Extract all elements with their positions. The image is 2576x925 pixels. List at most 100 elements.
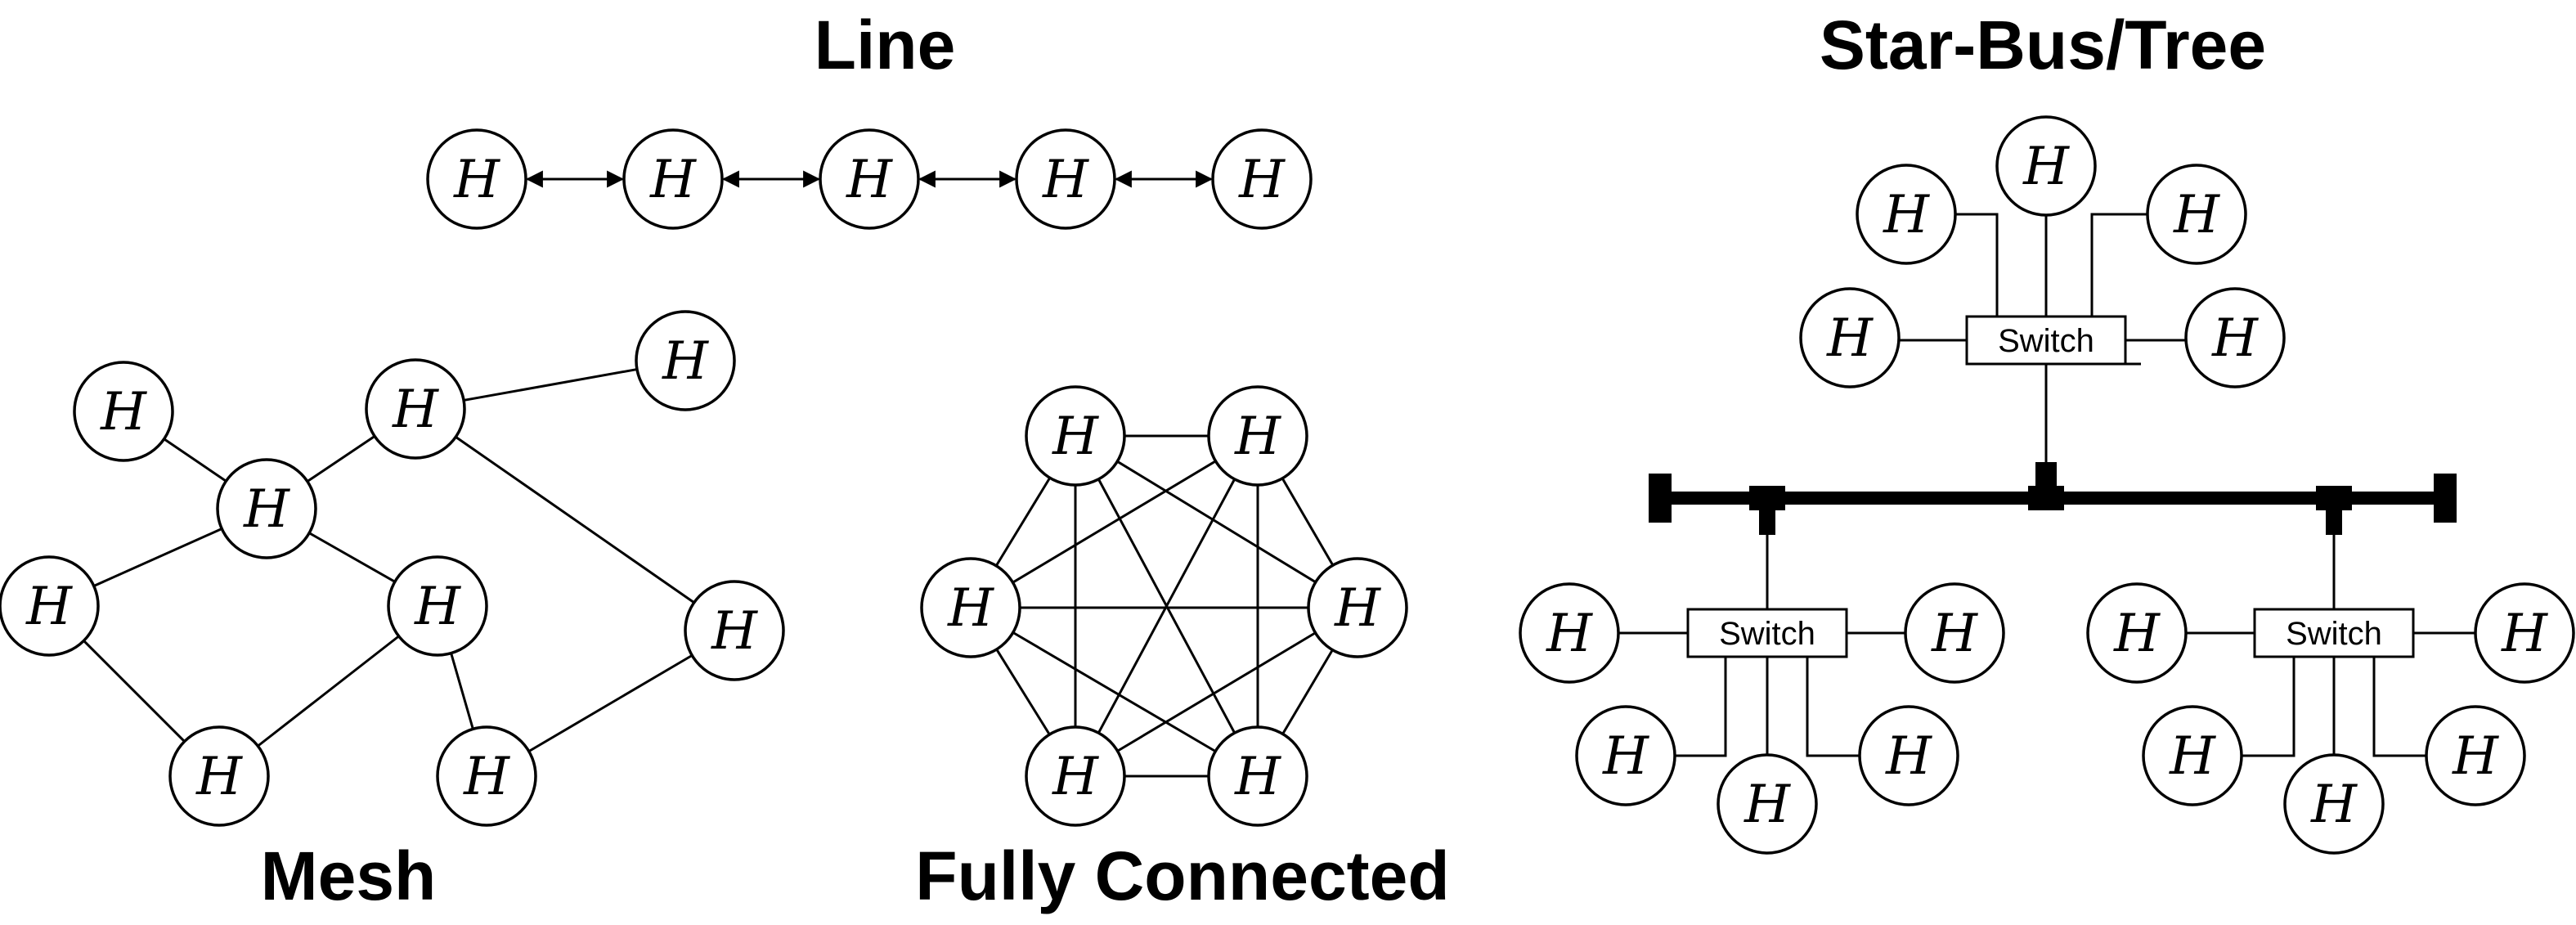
host-label: H (1234, 747, 1281, 807)
mesh-link (257, 635, 400, 748)
host-circle (2146, 164, 2247, 265)
bus-tap (1749, 486, 1785, 510)
fully-connected-title: Fully Connected (915, 837, 1449, 914)
host-circle (684, 580, 785, 681)
bus-tap (2316, 486, 2352, 510)
host-circle (1015, 128, 1116, 230)
bus-tap (2028, 486, 2064, 510)
mesh-host-a: H (73, 361, 174, 462)
mesh-link (93, 528, 222, 587)
mesh-link (307, 435, 375, 483)
fully-connected-host-5: H (1025, 725, 1126, 827)
switch-label: Switch (1998, 323, 2094, 359)
bus-tap (1759, 510, 1775, 535)
host-circle (1025, 725, 1126, 827)
host-label: H (2501, 604, 2548, 664)
star-link (2242, 657, 2296, 757)
host-label: H (2022, 137, 2070, 197)
host-label: H (1826, 308, 1874, 369)
host-circle (436, 725, 537, 827)
host-circle (1575, 705, 1676, 806)
star-link (1675, 657, 1727, 757)
fully-connected-host-4: H (1207, 725, 1308, 827)
host-circle (1025, 385, 1126, 487)
mesh-host-h: H (168, 725, 270, 827)
switch-label: Switch (1719, 616, 1815, 652)
host-label: H (1052, 747, 1099, 807)
mesh-link (308, 532, 396, 583)
host-circle (920, 557, 1021, 658)
host-label: H (2173, 185, 2220, 245)
fully-connected-link (1281, 478, 1335, 566)
mesh-link (527, 654, 693, 752)
host-label: H (1744, 775, 1791, 835)
fully-connected-link (1116, 631, 1317, 752)
host-label: H (414, 577, 461, 637)
host-label: H (2452, 726, 2499, 787)
host-label: H (846, 150, 893, 210)
host-circle (1307, 557, 1408, 658)
host-label: H (2310, 775, 2358, 835)
bus-tap (2035, 462, 2057, 487)
host-circle (622, 128, 724, 230)
mesh-link (455, 436, 695, 604)
line-host-1: H (426, 128, 527, 230)
host-circle (2425, 705, 2526, 806)
host-label: H (2169, 726, 2216, 787)
tree-left-host-right: H (1904, 582, 2005, 684)
host-label: H (243, 479, 290, 540)
tree-top-host-right: H (2184, 287, 2286, 388)
fully-connected-host-6: H (920, 557, 1021, 658)
tree-top-host-left: H (1799, 287, 1901, 388)
tree-left-host-left: H (1519, 582, 1620, 684)
host-label: H (1234, 406, 1281, 467)
switch-box (2253, 608, 2415, 658)
host-circle (2086, 582, 2188, 684)
tree-left-host-lower-left: H (1575, 705, 1676, 806)
host-label: H (2211, 308, 2259, 369)
tree-right-host-lower-right: H (2425, 705, 2526, 806)
host-label: H (1042, 150, 1089, 210)
host-label: H (1885, 726, 1932, 787)
tree-right-host-bottom: H (2283, 753, 2385, 855)
mesh-title: Mesh (261, 837, 437, 914)
fully-connected-link (1281, 649, 1334, 735)
host-label: H (195, 747, 243, 807)
fully-connected-link (1012, 460, 1217, 584)
host-circle (168, 725, 270, 827)
mesh-host-i: H (436, 725, 537, 827)
line-host-2: H (622, 128, 724, 230)
star-link (1955, 213, 1999, 317)
host-circle (1211, 128, 1313, 230)
line-host-3: H (819, 128, 920, 230)
host-label: H (662, 331, 709, 392)
fully-connected-link (995, 649, 1051, 735)
line-host-5: H (1211, 128, 1313, 230)
tree-right-host-right: H (2474, 582, 2575, 684)
host-circle (1717, 753, 1818, 855)
bus-terminator (2434, 474, 2457, 523)
host-label: H (453, 150, 500, 210)
switch-box (1686, 608, 1848, 658)
host-circle (1207, 725, 1308, 827)
mesh-host-g: H (684, 580, 785, 681)
switch-top: Switch (1965, 315, 2127, 366)
host-circle (387, 555, 488, 657)
fully-connected-host-1: H (1025, 385, 1126, 487)
star-bus-tree-title: Star-Bus/Tree (1820, 7, 2266, 83)
switch-right: Switch (2253, 608, 2415, 658)
host-label: H (1238, 150, 1286, 210)
edges-layer (83, 170, 2475, 778)
bus-tap (2326, 510, 2342, 535)
mesh-link (463, 368, 638, 402)
host-circle (1904, 582, 2005, 684)
host-circle (2474, 582, 2575, 684)
fully-connected-link (1097, 478, 1236, 734)
star-link (2090, 213, 2147, 317)
host-circle (1995, 115, 2097, 217)
host-label: H (100, 382, 147, 442)
line-title: Line (815, 7, 956, 83)
star-link (2372, 657, 2426, 757)
